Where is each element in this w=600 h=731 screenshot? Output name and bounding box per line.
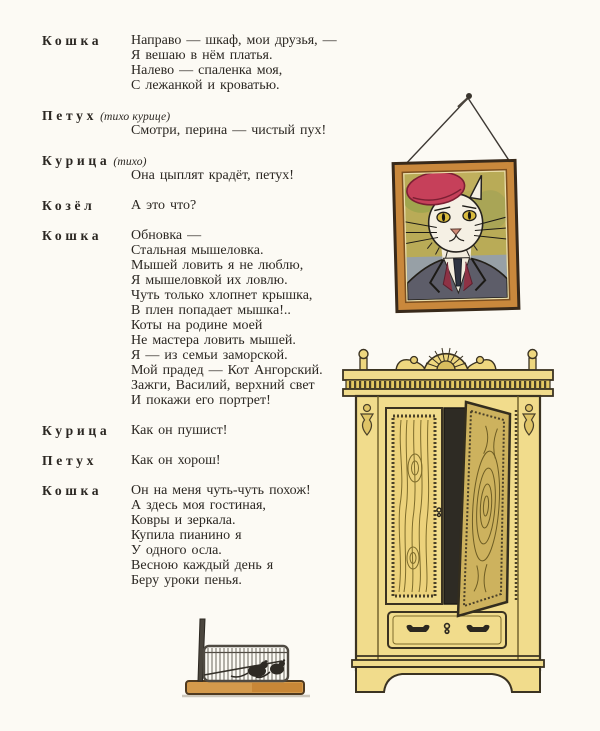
speaker-row: Петух <box>42 453 97 468</box>
wardrobe-feet <box>355 666 541 693</box>
dialogue-lines: Как он пушист! <box>131 423 370 438</box>
dialogue-line: Мышей ловить я не люблю, <box>131 258 304 273</box>
dialogue-line: Беру уроки пенья. <box>131 573 242 588</box>
dialogue-line: Коты на родине моей <box>131 318 263 333</box>
speaker-name: Кошка <box>42 228 103 243</box>
dialogue-lines: Обновка —Стальная мышеловка.Мышей ловить… <box>131 228 370 408</box>
mousetrap-illustration <box>182 618 310 698</box>
hanging-string <box>467 97 513 166</box>
cat-painting <box>404 171 508 301</box>
red-beret <box>406 171 466 206</box>
nail-head <box>466 93 472 99</box>
speaker-name: Петух <box>42 108 98 123</box>
speaker-row: Курица <box>42 423 110 438</box>
dialogue-line: Ковры и зеркала. <box>131 513 236 528</box>
wood-grain <box>398 419 430 593</box>
dialogue-line: Как он пушист! <box>131 423 228 438</box>
drawer-handle <box>406 624 430 632</box>
dialogue-line: Я вешаю в нём платья. <box>131 48 273 63</box>
speaker-row: Козёл <box>42 198 95 213</box>
speaker-name: Курица <box>42 153 111 168</box>
dialogue-line: У одного осла. <box>131 543 222 558</box>
dialogue-line: Стальная мышеловка. <box>131 243 264 258</box>
speaker-name: Кошка <box>42 33 103 48</box>
dialogue-text-area: Кошка Направо — шкаф, мои друзья, —Я веша… <box>0 33 370 603</box>
wardrobe-drawer <box>387 611 507 649</box>
wardrobe-cornice <box>342 369 554 397</box>
wardrobe-illustration <box>342 347 554 693</box>
dialogue-lines: Она цыплят крадёт, петух! <box>131 153 370 183</box>
dialogue-lines: Смотри, перина — чистый пух! <box>131 108 370 138</box>
dialogue-block: Кошка Направо — шкаф, мои друзья, —Я веша… <box>0 33 370 93</box>
speaker-name: Курица <box>42 423 111 438</box>
dialogue-block: Петух Как он хорош! <box>0 453 370 468</box>
dialogue-lines: Как он хорош! <box>131 453 370 468</box>
speaker-row: Петух(тихо курице) <box>42 108 170 124</box>
dialogue-line: Мой прадед — Кот Ангорский. <box>131 363 323 378</box>
speaker-name: Козёл <box>42 198 96 213</box>
dialogue-line: А здесь моя гостиная, <box>131 498 266 513</box>
dialogue-line: А это что? <box>131 198 197 213</box>
speaker-name: Петух <box>42 453 98 468</box>
speaker-row: Кошка <box>42 33 102 48</box>
dialogue-block: Петух(тихо курице)Смотри, перина — чисты… <box>0 108 370 138</box>
mice <box>230 659 286 679</box>
wood-grain <box>471 425 501 593</box>
speaker-row: Кошка <box>42 228 102 243</box>
dialogue-line: Обновка — <box>131 228 202 243</box>
dialogue-block: Курица Как он пушист! <box>0 423 370 438</box>
dialogue-block: Курица(тихо)Она цыплят крадёт, петух! <box>0 153 370 183</box>
dialogue-block: Кошка Обновка —Стальная мышеловка.Мышей л… <box>0 228 370 408</box>
dialogue-line: Как он хорош! <box>131 453 221 468</box>
picture-frame <box>391 158 521 314</box>
dialogue-line: Не мастера ловить мышей. <box>131 333 296 348</box>
hanging-string <box>401 97 469 169</box>
dialogue-lines: Направо — шкаф, мои друзья, —Я вешаю в н… <box>131 33 370 93</box>
dialogue-line: Я мышеловкой их ловлю. <box>131 273 288 288</box>
dialogue-block: Кошка Он на меня чуть-чуть похож!А здесь … <box>0 483 370 588</box>
dialogue-line: Он на меня чуть-чуть похож! <box>131 483 311 498</box>
pilaster-ornaments <box>359 403 537 436</box>
dialogue-line: Налево — спаленка моя, <box>131 63 283 78</box>
stage-direction: (тихо курице) <box>100 110 171 123</box>
trap-cage <box>202 644 290 683</box>
dialogue-line: Зажги, Василий, верхний свет <box>131 378 315 393</box>
dialogue-block: Козёл А это что? <box>0 198 370 213</box>
dialogue-line: Направо — шкаф, мои друзья, — <box>131 33 337 48</box>
dialogue-line: И покажи его портрет! <box>131 393 271 408</box>
dialogue-line: Купила пианино я <box>131 528 242 543</box>
dialogue-lines: Он на меня чуть-чуть похож!А здесь моя г… <box>131 483 370 588</box>
dialogue-line: С лежанкой и кроватью. <box>131 78 280 93</box>
dialogue-line: В плен попадает мышка!.. <box>131 303 291 318</box>
dialogue-lines: А это что? <box>131 198 370 213</box>
dialogue-line: Чуть только хлопнет крышка, <box>131 288 313 303</box>
wardrobe-left-door <box>385 407 443 605</box>
drawer-handle <box>466 624 490 632</box>
dialogue-line: Я — из семьи заморской. <box>131 348 288 363</box>
dialogue-line: Весною каждый день я <box>131 558 274 573</box>
trap-spring-arm <box>197 618 206 682</box>
drawer-keyhole <box>443 622 451 630</box>
cat-portrait-illustration <box>391 93 521 314</box>
stage-direction: (тихо) <box>113 155 147 168</box>
speaker-row: Кошка <box>42 483 102 498</box>
nail-icon <box>457 96 470 108</box>
speaker-name: Кошка <box>42 483 103 498</box>
dialogue-line: Она цыплят крадёт, петух! <box>131 168 294 183</box>
wardrobe-open-door <box>456 400 512 618</box>
wardrobe-crown <box>358 347 538 371</box>
dialogue-line: Смотри, перина — чистый пух! <box>131 123 327 138</box>
speaker-row: Курица(тихо) <box>42 153 147 169</box>
